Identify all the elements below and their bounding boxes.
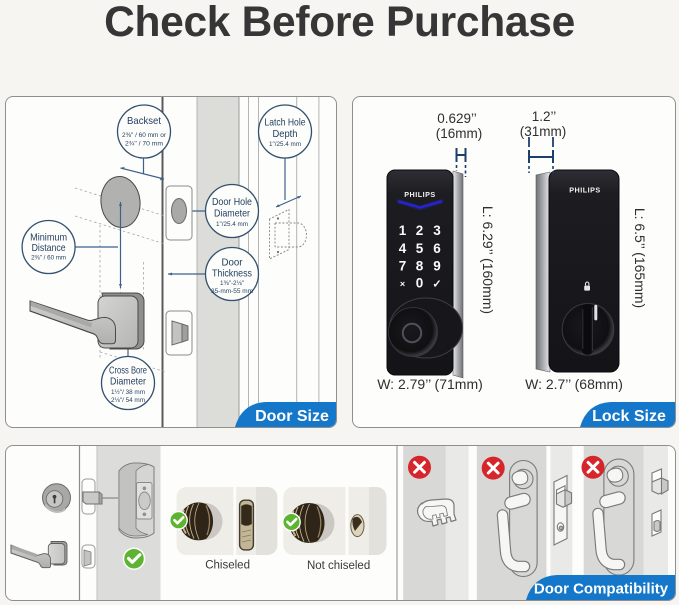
svg-text:6: 6 <box>433 241 441 256</box>
svg-text:Thickness: Thickness <box>212 268 252 280</box>
svg-text:Cross Bore: Cross Bore <box>109 365 147 377</box>
svg-text:Door Compatibility: Door Compatibility <box>534 581 669 598</box>
svg-text:PHILIPS: PHILIPS <box>404 190 435 199</box>
svg-text:Minimum: Minimum <box>30 232 67 244</box>
svg-text:Distance: Distance <box>32 242 66 254</box>
svg-text:0.629’’: 0.629’’ <box>437 111 477 126</box>
svg-text:Door Hole: Door Hole <box>212 196 252 208</box>
svg-text:W: 2.79’’ (71mm): W: 2.79’’ (71mm) <box>377 376 483 392</box>
svg-text:(16mm): (16mm) <box>436 126 483 141</box>
svg-text:Diameter: Diameter <box>214 208 250 220</box>
svg-text:1⅜"-2⅛": 1⅜"-2⅛" <box>220 280 244 287</box>
svg-text:Lock Size: Lock Size <box>592 408 666 425</box>
svg-text:2⅜" / 60 mm or: 2⅜" / 60 mm or <box>122 132 167 139</box>
svg-text:1"/25.4 mm: 1"/25.4 mm <box>269 141 301 148</box>
svg-text:4: 4 <box>399 241 407 256</box>
svg-text:1.2’’: 1.2’’ <box>532 109 557 124</box>
svg-text:W: 2.7’’ (68mm): W: 2.7’’ (68mm) <box>525 376 623 392</box>
svg-text:(31mm): (31mm) <box>520 124 567 139</box>
svg-text:Door: Door <box>222 257 243 269</box>
svg-text:35-mm-55 mm: 35-mm-55 mm <box>211 288 253 295</box>
svg-text:Diameter: Diameter <box>110 376 146 388</box>
svg-text:1½"/ 38 mm: 1½"/ 38 mm <box>111 388 145 396</box>
svg-text:Not chiseled: Not chiseled <box>307 560 370 572</box>
svg-text:2¾" / 70 mm: 2¾" / 70 mm <box>125 141 164 148</box>
svg-text:PHILIPS: PHILIPS <box>569 186 600 195</box>
svg-text:✓: ✓ <box>432 279 441 291</box>
svg-text:2⅛"/ 54 mm: 2⅛"/ 54 mm <box>111 397 145 404</box>
svg-text:Backset: Backset <box>127 115 161 127</box>
svg-text:7: 7 <box>399 259 407 274</box>
svg-text:2⅜" / 60 mm: 2⅜" / 60 mm <box>31 255 66 262</box>
svg-text:1: 1 <box>399 223 407 238</box>
svg-text:Door Size: Door Size <box>255 408 329 425</box>
svg-text:9: 9 <box>433 259 441 274</box>
svg-text:L: 6.5’’ (165mm): L: 6.5’’ (165mm) <box>632 208 648 308</box>
svg-text:L: 6.29’’ (160mm): L: 6.29’’ (160mm) <box>480 206 496 314</box>
svg-text:2: 2 <box>416 223 424 238</box>
svg-text:8: 8 <box>416 259 424 274</box>
svg-text:×: × <box>400 279 405 289</box>
svg-text:Depth: Depth <box>273 128 298 140</box>
svg-text:3: 3 <box>433 223 441 238</box>
svg-text:Latch Hole: Latch Hole <box>265 117 306 129</box>
svg-text:0: 0 <box>416 276 424 291</box>
svg-text:Chiseled: Chiseled <box>205 560 250 572</box>
svg-text:1"/25.4 mm: 1"/25.4 mm <box>216 221 248 228</box>
svg-text:5: 5 <box>416 241 424 256</box>
